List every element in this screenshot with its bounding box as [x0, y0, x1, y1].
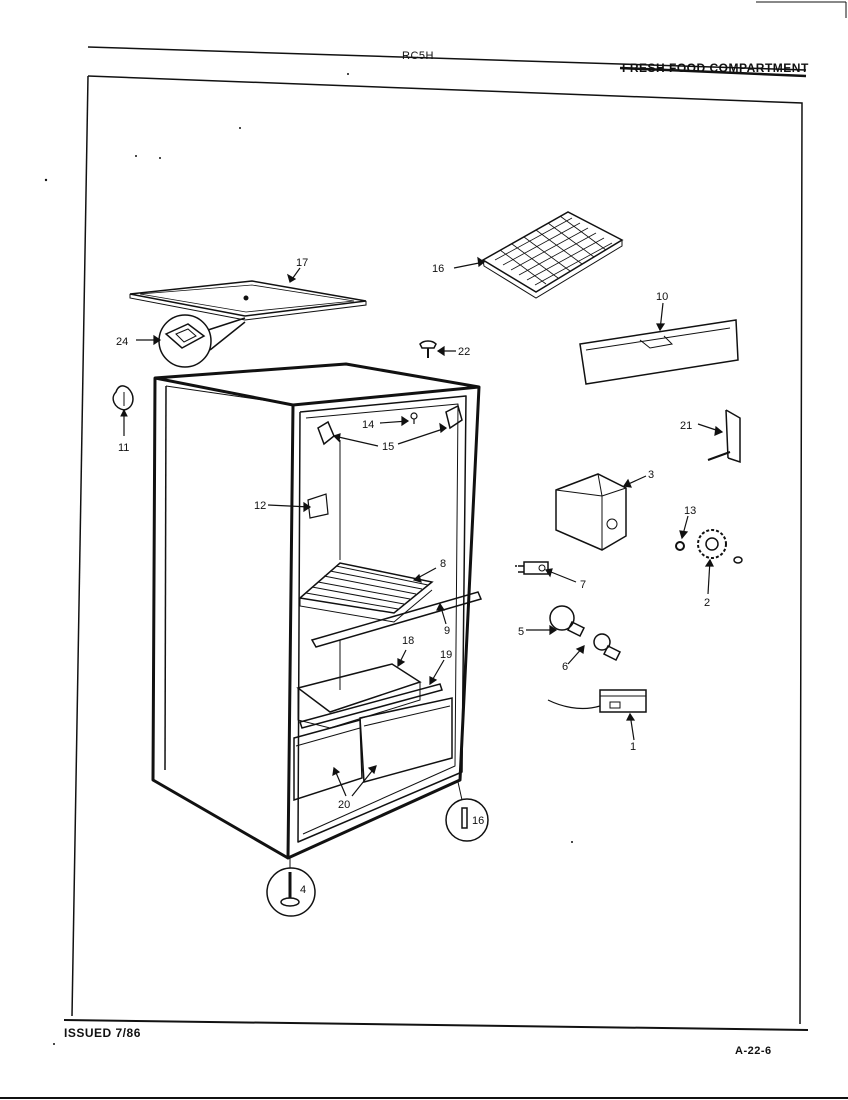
issued-date: ISSUED 7/86 — [64, 1026, 141, 1040]
thermostat-parts — [675, 529, 743, 564]
callout-22: 22 — [458, 346, 470, 358]
callout-labels: 16 17 24 22 10 11 14 15 12 21 3 13 2 7 5… — [116, 257, 710, 896]
model-number: RC5H — [402, 50, 434, 62]
callout-9: 9 — [444, 625, 450, 637]
callout-7: 7 — [580, 579, 586, 591]
hinge-inset — [445, 781, 489, 842]
callout-3: 3 — [648, 469, 654, 481]
callout-1: 1 — [630, 741, 636, 753]
callout-18: 18 — [402, 635, 414, 647]
callout-6: 6 — [562, 661, 568, 673]
light-switch — [547, 689, 647, 713]
callout-12: 12 — [254, 500, 266, 512]
dairy-door — [579, 319, 739, 385]
wire-shelf — [298, 562, 434, 623]
callout-10: 10 — [656, 291, 668, 303]
callout-2: 2 — [704, 597, 710, 609]
print-specks — [44, 73, 573, 1045]
leader-lines — [136, 256, 724, 797]
callout-8: 8 — [440, 558, 446, 570]
shelf-trim — [310, 591, 483, 648]
callout-11: 11 — [118, 442, 129, 454]
callout-15: 15 — [382, 441, 394, 453]
egg-tray — [481, 211, 624, 299]
callout-24: 24 — [116, 336, 128, 348]
thermostat-bracket — [307, 493, 329, 519]
crisper-cover-trim — [299, 683, 443, 729]
shelf-support-inset — [158, 314, 246, 368]
refrigerator-cabinet — [151, 362, 481, 860]
light-shield — [555, 473, 627, 551]
callout-19: 19 — [440, 649, 452, 661]
crisper-cover — [296, 663, 422, 729]
plug-button — [419, 340, 437, 358]
leveling-leg-inset — [266, 858, 316, 917]
callout-4: 4 — [300, 884, 306, 896]
callout-13: 13 — [684, 505, 696, 517]
callout-21: 21 — [680, 420, 692, 432]
bracket — [707, 409, 741, 464]
light-bulb-large — [549, 605, 586, 638]
callout-16-tray: 16 — [432, 263, 444, 275]
page-reference: A-22-6 — [735, 1045, 772, 1057]
callout-20: 20 — [338, 799, 350, 811]
control-knob — [112, 385, 134, 436]
light-socket — [518, 561, 549, 575]
callout-17: 17 — [296, 257, 308, 269]
callout-16-hinge: 16 — [472, 815, 484, 827]
callout-5: 5 — [518, 626, 524, 638]
section-title: FRESH FOOD COMPARTMENT — [622, 61, 809, 75]
light-bulb-small — [593, 633, 622, 662]
crisper-drawers — [293, 697, 453, 802]
glass-shelf — [129, 280, 367, 321]
callout-14: 14 — [362, 419, 374, 431]
